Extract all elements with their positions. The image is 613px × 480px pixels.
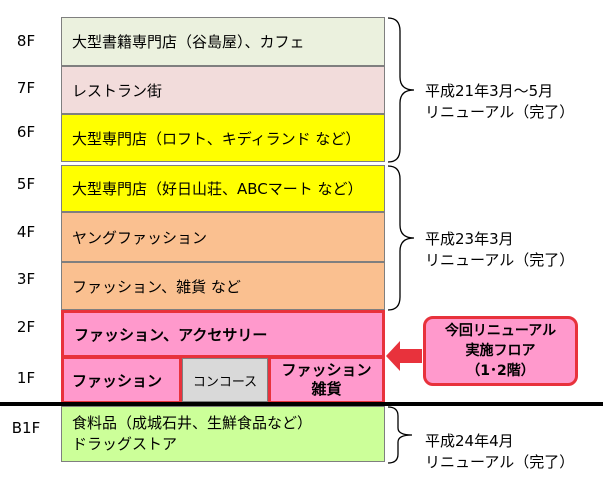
floor-5f-text: 大型専門店（好日山荘、ABCマート など） (72, 180, 363, 198)
floor-label-8f: 8F (16, 32, 36, 50)
brace-b1f (387, 406, 413, 464)
floor-2f-text: ファッション、アクセサリー (74, 325, 268, 344)
floor-2f-box: ファッション、アクセサリー (61, 310, 385, 358)
floor-3f-box: ファッション、雑貨 など (61, 262, 385, 310)
floor-3f-text: ファッション、雑貨 など (72, 277, 241, 296)
left-arrow-icon (386, 341, 422, 371)
brace-5f-3f (387, 165, 415, 311)
brace-8f-6f (387, 17, 415, 163)
renewal-note-1-status: リニューアル（完了） (425, 103, 575, 121)
callout-line-2: 実施フロア (465, 343, 536, 359)
floor-label-b1f: B1F (11, 419, 41, 437)
floor-4f-box: ヤングファッション (61, 212, 385, 262)
floor-b1f-text-1: 食料品（成城石井、生鮮食品など） (72, 414, 313, 432)
floor-label-3f: 3F (16, 270, 36, 288)
floor-1f-left-box: ファッション (61, 356, 182, 404)
ground-divider-line (0, 402, 603, 406)
floor-1f-right-box: ファッション 雑貨 (268, 356, 385, 404)
floor-label-6f: 6F (16, 123, 36, 141)
renewal-note-1-date: 平成21年3月～5月 (425, 82, 554, 100)
renewal-note-3-date: 平成24年4月 (425, 432, 514, 450)
floor-7f-text: レストラン街 (72, 81, 163, 100)
floor-label-2f: 2F (16, 318, 36, 336)
floor-1f-left-text: ファッション (72, 371, 163, 390)
floor-1f-right-text-1: ファッション (281, 361, 372, 379)
floor-label-7f: 7F (16, 79, 36, 97)
callout-line-3: （1･2階） (466, 363, 535, 379)
floor-label-5f: 5F (16, 175, 36, 193)
floor-6f-box: 大型専門店（ロフト、キディランド など） (61, 114, 385, 162)
floor-8f-text: 大型書籍専門店（谷島屋）、カフェ (72, 33, 305, 51)
floor-b1f-box: 食料品（成城石井、生鮮食品など） ドラッグストア (61, 406, 385, 462)
floor-5f-box: 大型専門店（好日山荘、ABCマート など） (61, 165, 385, 212)
floor-6f-text: 大型専門店（ロフト、キディランド など） (72, 129, 361, 148)
renewal-note-1: 平成21年3月～5月 リニューアル（完了） (425, 81, 574, 123)
renewal-note-3: 平成24年4月 リニューアル（完了） (425, 431, 574, 473)
renewal-note-2: 平成23年3月 リニューアル（完了） (425, 229, 574, 271)
floor-b1f-text-2: ドラッグストア (72, 435, 178, 453)
floor-1f-right-text-2: 雑貨 (311, 380, 342, 398)
renewal-note-3-status: リニューアル（完了） (425, 453, 575, 471)
renewal-note-2-status: リニューアル（完了） (425, 251, 575, 269)
floor-4f-text: ヤングファッション (72, 228, 208, 247)
floor-7f-box: レストラン街 (61, 66, 385, 114)
concourse-box: コンコース (182, 358, 268, 402)
renewal-note-2-date: 平成23年3月 (425, 230, 514, 248)
floor-8f-box: 大型書籍専門店（谷島屋）、カフェ (61, 17, 385, 66)
floor-label-4f: 4F (16, 223, 36, 241)
renewal-floor-callout: 今回リニューアル 実施フロア （1･2階） (423, 316, 578, 386)
concourse-text: コンコース (192, 374, 258, 390)
floor-label-1f: 1F (16, 369, 36, 387)
callout-line-1: 今回リニューアル (444, 323, 557, 339)
